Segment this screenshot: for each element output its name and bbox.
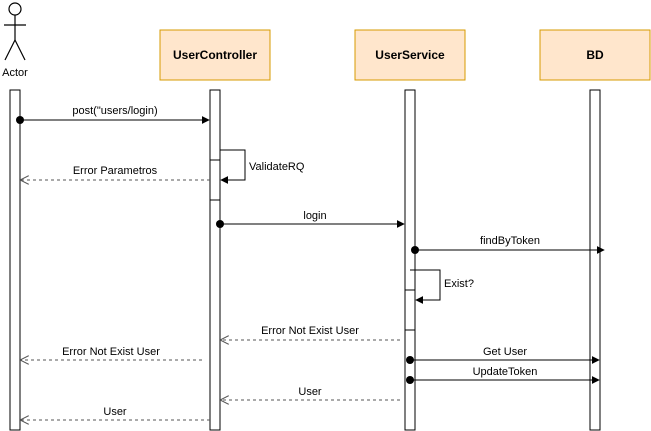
message-label: User [103, 406, 127, 418]
message-label: Error Not Exist User [62, 346, 160, 358]
participant-label: BD [586, 48, 604, 62]
usercontroller-lifeline-bar [209, 89, 221, 431]
message-label: Exist? [444, 278, 474, 290]
participant-label: UserService [375, 48, 445, 62]
message-label: User [298, 386, 322, 398]
message-label: Get User [483, 346, 527, 358]
message-label: Error Parametros [73, 165, 158, 177]
message-label: login [303, 210, 326, 222]
bd-lifeline-bar [589, 89, 601, 431]
userservice-lifeline-bar [404, 89, 416, 431]
participant-userservice: UserService [354, 29, 466, 81]
message-label: UpdateToken [473, 366, 538, 378]
self-message-arrow [410, 269, 441, 304]
message-label: post("users/login) [72, 105, 157, 117]
participant-bd: BD [539, 29, 651, 81]
actor-label: Actor [2, 67, 28, 79]
participant-usercontroller: UserController [159, 29, 271, 81]
message-label: Error Not Exist User [261, 325, 359, 337]
actor-lifeline-bar [9, 89, 21, 431]
message-label: ValidateRQ [249, 161, 305, 173]
actor-figure [4, 2, 26, 61]
participant-label: UserController [173, 48, 257, 62]
message-label: findByToken [480, 235, 540, 247]
self-message-arrow [220, 149, 246, 184]
